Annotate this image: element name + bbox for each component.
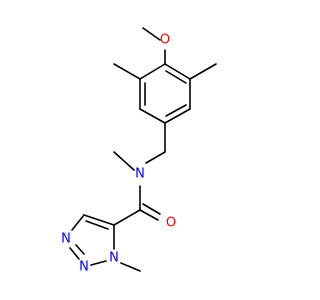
bond-triazole-c5-c4-inner — [85, 220, 109, 230]
bond-triazole-n3-n2-inner — [75, 244, 85, 255]
bond-ring-methyl-right — [189, 63, 217, 80]
bond-ring-c1-c2 — [164, 63, 191, 80]
bond-ch2-amide-n — [145, 151, 166, 164]
molecule-structure: O N O N N N — [61, 27, 217, 275]
atom-triazole-n2: N — [79, 260, 89, 275]
atom-methoxy-oxygen: O — [160, 33, 170, 48]
atom-triazole-n3: N — [61, 232, 71, 247]
bond-ring-c6-c1 — [139, 63, 166, 80]
bond-ring-c4-c5 — [139, 108, 166, 124]
bond-carbonyl-double-outer — [139, 209, 159, 221]
bond-ring-methyl-left — [113, 63, 141, 80]
atom-triazole-n1: N — [109, 251, 119, 266]
bond-triazole-n2-n1 — [90, 260, 107, 266]
molecule-canvas: O N O N N N — [61, 27, 217, 275]
bond-ring-c1-c2-inner — [165, 70, 187, 84]
bond-triazole-n3-n2 — [69, 247, 80, 260]
bond-ring-c3-c4-inner — [165, 104, 187, 117]
bond-triazole-c5-c4 — [83, 214, 115, 226]
bond-carbonyl-double-inner — [142, 203, 161, 215]
bond-triazole-n1-methyl — [120, 262, 141, 272]
atom-carbonyl-oxygen: O — [166, 216, 176, 231]
atom-amide-nitrogen: N — [135, 167, 145, 182]
bond-amide-n-methyl — [113, 151, 135, 171]
bond-ring-c3-c4 — [164, 108, 191, 124]
bond-methyl-methoxy-o — [142, 27, 161, 41]
bond-carbonyl-c-triazole-c5 — [113, 209, 141, 226]
bond-triazole-c4-n3 — [71, 214, 85, 231]
